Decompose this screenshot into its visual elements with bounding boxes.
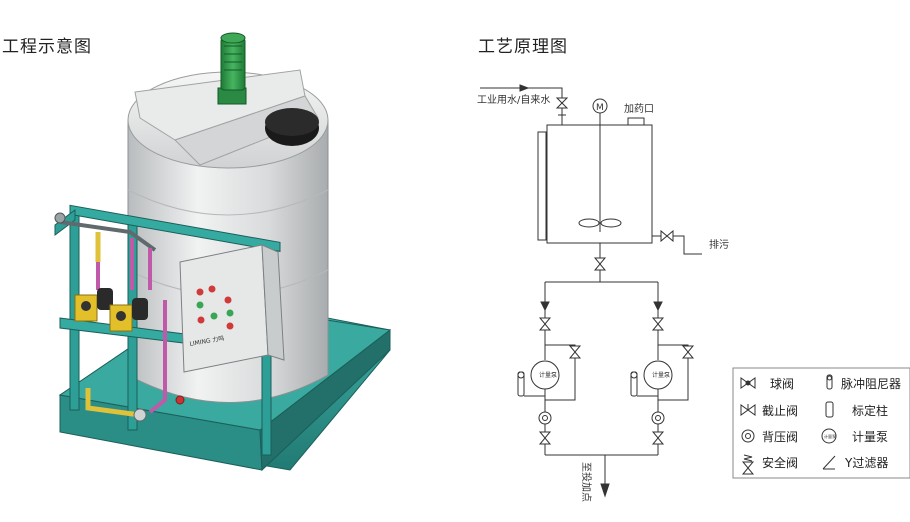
inlet-valve-icon [555, 97, 569, 104]
engineering-diagram-title: 工程示意图 [2, 37, 92, 57]
y-strainer-icon [822, 455, 836, 470]
equipment-illustration: LIMING 力鸣 [54, 32, 392, 472]
legend-label-2: 截止阀 [762, 404, 798, 418]
piping [54, 212, 185, 422]
svg-text:计量泵: 计量泵 [824, 433, 836, 439]
drain-line [652, 235, 702, 255]
process-diagram-title: 工艺原理图 [478, 37, 568, 57]
metering-pumps [74, 288, 148, 332]
process-schematic [480, 84, 702, 498]
legend-box: 球阀 脉冲阻尼器 截止阀 标定柱 计量泵 背压阀 计量泵 安全阀 Y过滤器 [732, 367, 910, 479]
control-panel: LIMING 力鸣 [179, 244, 285, 373]
legend-label-5: 计量泵 [852, 430, 888, 444]
dosing-port-label: 加药口 [624, 103, 654, 115]
legend-label-0: 球阀 [770, 377, 794, 391]
outlet-valve-icon [593, 257, 607, 265]
ball-valve-icon [740, 377, 749, 389]
mixer-motor [217, 32, 247, 105]
metering-pump-icon [821, 428, 837, 444]
pump-left-label: 计量泵 [539, 371, 557, 379]
legend-label-7: Y过滤器 [844, 456, 888, 470]
legend-label-4: 背压阀 [762, 430, 798, 444]
dosing-port-icon [627, 117, 645, 126]
pump-branch-right [630, 282, 695, 455]
legend-label-1: 脉冲阻尼器 [841, 376, 901, 391]
pump-right-label: 计量泵 [652, 371, 670, 379]
dosing-point-label: 至投加点 [580, 462, 593, 502]
legend-label-6: 安全阀 [762, 455, 798, 470]
safety-valve-icon [741, 461, 755, 469]
legend-label-3: 标定柱 [852, 403, 888, 418]
impeller-icon [578, 218, 600, 228]
water-inlet-label: 工业用水/自来水 [477, 93, 550, 106]
drain-label: 排污 [709, 238, 729, 251]
pump-branch-left [517, 282, 582, 455]
calibration-column-icon [825, 401, 834, 418]
globe-valve-icon [740, 404, 749, 416]
water-inlet-line [480, 87, 563, 125]
level-gauge [537, 131, 547, 241]
drain-valve-icon [660, 229, 668, 243]
motor-label: M [596, 103, 604, 113]
